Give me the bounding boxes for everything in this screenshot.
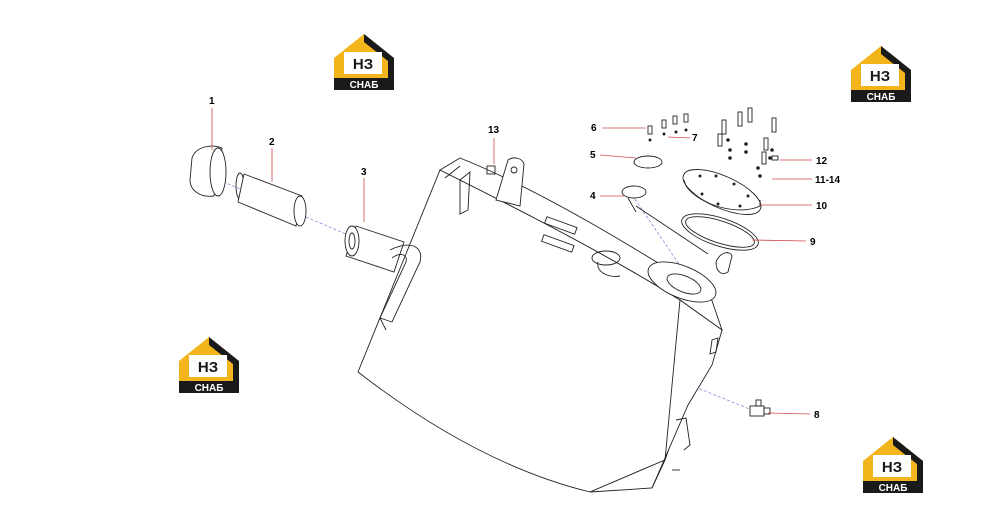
callout-8: 8 [814,410,820,421]
part-10-cover-plate [682,169,762,215]
part-9-gasket-inner [685,216,755,248]
callout-11-14: 11-14 [815,175,840,186]
callout-1: 1 [209,96,215,107]
logo-top-right: НЗ СНАБ [851,46,911,103]
logo-top-text: НЗ [198,359,218,376]
callout-2: 2 [269,137,275,148]
part-6-7-fasteners [647,113,689,142]
logo-bottom-text: СНАБ [879,483,908,494]
callout-10: 10 [816,201,828,212]
callout-12: 12 [816,156,828,167]
part-4-level-sender [621,185,709,255]
part-1-cap [189,145,227,197]
assembly-axis-sensor [689,384,753,411]
part-9-gasket [681,213,759,251]
callout-7: 7 [692,133,698,144]
part-3-filter-housing [344,225,422,331]
part-5-ring [633,155,663,169]
callout-6: 6 [591,123,597,134]
callout-4: 4 [590,191,596,202]
logo-bottom-text: СНАБ [350,80,379,91]
part-11-14-bolts [717,107,779,178]
logo-bottom-text: СНАБ [867,92,896,103]
callout-13: 13 [488,125,500,136]
callout-5: 5 [590,150,596,161]
callout-9: 9 [810,237,816,248]
logo-top-text: НЗ [870,68,890,85]
leader-lines [211,108,812,415]
logo-top-text: НЗ [353,56,373,73]
logo-bottom-text: СНАБ [195,383,224,394]
fuel-tank [357,157,723,493]
part-float [715,252,733,274]
part-8-sensor [749,399,771,417]
logo-mid-left: НЗ СНАБ [179,337,239,394]
part-2-filter-element [235,172,307,227]
logo-bottom-right: НЗ СНАБ [863,437,923,494]
logo-top-left: НЗ СНАБ [334,34,394,91]
logo-top-text: НЗ [882,459,902,476]
callout-3: 3 [361,167,367,178]
